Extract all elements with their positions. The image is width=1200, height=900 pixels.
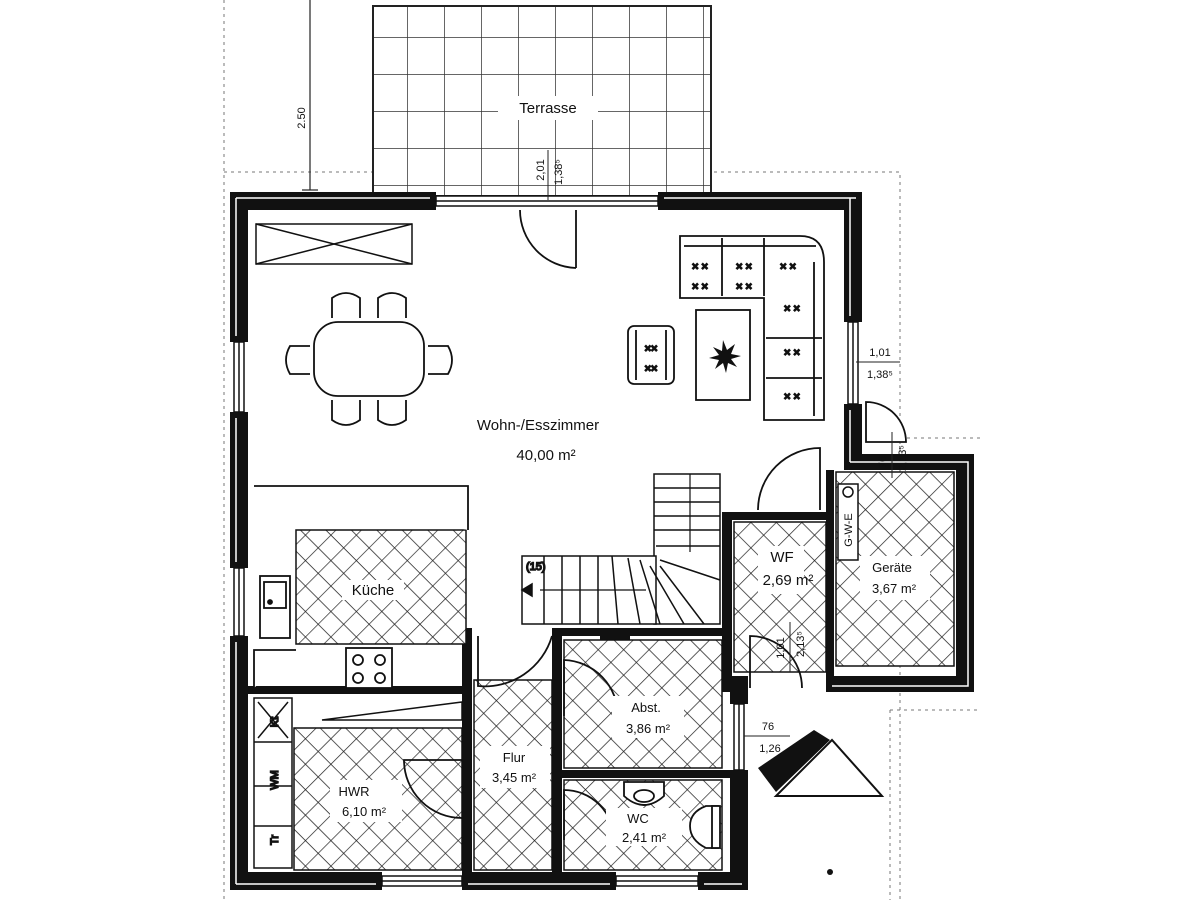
sink-icon: [259, 575, 291, 639]
gwe-unit: G-W-E: [837, 483, 859, 561]
interior-doors: [403, 401, 907, 841]
top-window-height: 1,38⁵: [553, 159, 565, 185]
living-name: Wohn-/Esszimmer: [477, 417, 599, 434]
gwe-label: G-W-E: [843, 513, 855, 546]
abst-window-dimension: 76 1,26: [744, 721, 790, 755]
svg-text:××: ××: [645, 343, 658, 355]
washbasin-icon: [623, 781, 665, 806]
sofa: × × × × × × × × × × × × × × × ×: [679, 235, 825, 421]
wf-door-width: 1,01: [775, 637, 787, 658]
staircase: (15): [520, 473, 721, 625]
entrance-arrow-icon: [758, 730, 885, 875]
door-wf-lower: [749, 635, 803, 689]
living-area: 40,00 m²: [516, 447, 575, 464]
stair-arrow-icon: [520, 582, 533, 598]
side-door-width: 76: [877, 456, 889, 468]
dimension-labels: 2,01 1,38⁵ 1,01 1,38⁵ 76 2,13⁵ 1,01 2,13…: [535, 150, 909, 755]
terrace-depth-label: 2.50: [296, 107, 308, 128]
wf-area: 2,69 m²: [763, 572, 814, 589]
builtin-cabinet: [255, 223, 413, 265]
wf-door-dimension: 1,01 2,13⁵: [775, 622, 807, 672]
windows: [233, 195, 859, 887]
wc-area: 2,41 m²: [622, 830, 667, 845]
hwr-area: 6,10 m²: [342, 804, 387, 819]
geraete-area: 3,67 m²: [872, 581, 917, 596]
door-wf: [757, 447, 821, 511]
hwr-name: HWR: [338, 784, 369, 799]
exterior-walls: [230, 192, 974, 890]
svg-text:× ×: × ×: [692, 261, 708, 273]
flur-area: 3,45 m²: [492, 770, 537, 785]
stove-icon: [345, 647, 393, 689]
svg-text:× ×: × ×: [692, 281, 708, 293]
dining-chairs: [285, 292, 453, 426]
svg-text:× ×: × ×: [736, 281, 752, 293]
geraete-name: Geräte: [872, 560, 912, 575]
flur-name: Flur: [503, 750, 526, 765]
wf-door-height: 2,13⁵: [795, 631, 807, 657]
top-window-dimension: 2,01 1,38⁵: [535, 150, 565, 200]
terrace-door: [519, 209, 577, 269]
plant-icon: [709, 340, 741, 373]
top-window-width: 2,01: [535, 159, 547, 180]
toilet-icon: [689, 805, 719, 849]
hwr-appliances: Kt WM Tr: [253, 697, 463, 869]
abst-area: 3,86 m²: [626, 721, 671, 736]
svg-text:× ×: × ×: [784, 347, 800, 359]
right-window-dimension: 1,01 1,38⁵: [856, 347, 900, 381]
dining-table: [313, 321, 425, 397]
dining-set: [285, 292, 453, 426]
door-hwr: [403, 759, 463, 819]
hwr-appliance-mid: WM: [269, 770, 281, 790]
hwr-appliance-top: Kt: [269, 717, 281, 727]
hwr-appliance-bottom: Tr: [269, 835, 281, 845]
terrace-label: Terrasse: [519, 100, 577, 117]
abst-window-height: 1,26: [759, 743, 780, 755]
wc-fixtures: [623, 781, 721, 849]
wall-inner-lines: [235, 197, 969, 885]
side-door-height: 2,13⁵: [897, 445, 909, 471]
door-side: [865, 401, 907, 443]
abst-name: Abst.: [631, 700, 661, 715]
room-labels: Wohn-/Esszimmer 40,00 m² Küche WF 2,69 m…: [330, 417, 930, 846]
abst-window-width: 76: [762, 721, 774, 733]
svg-text:× ×: × ×: [784, 391, 800, 403]
terrace-label-bg: [498, 96, 598, 120]
side-door-dimension: 76 2,13⁵: [877, 432, 909, 478]
svg-text:××: ××: [645, 363, 658, 375]
armchair: ×× ××: [627, 325, 675, 385]
right-window-width: 1,01: [869, 347, 890, 359]
wc-name: WC: [627, 811, 649, 826]
svg-text:× ×: × ×: [780, 261, 796, 273]
svg-text:× ×: × ×: [784, 303, 800, 315]
door-flur: [477, 635, 553, 688]
terrace: Terrasse: [372, 5, 712, 197]
svg-text:× ×: × ×: [736, 261, 752, 273]
wf-name: WF: [770, 549, 793, 566]
kitchen-counters: [253, 485, 469, 689]
stair-note: (15): [526, 561, 546, 573]
terrace-depth-dimension: 2.50: [296, 0, 318, 191]
right-window-height: 1,38⁵: [867, 369, 893, 381]
kitchen-name: Küche: [352, 582, 395, 599]
